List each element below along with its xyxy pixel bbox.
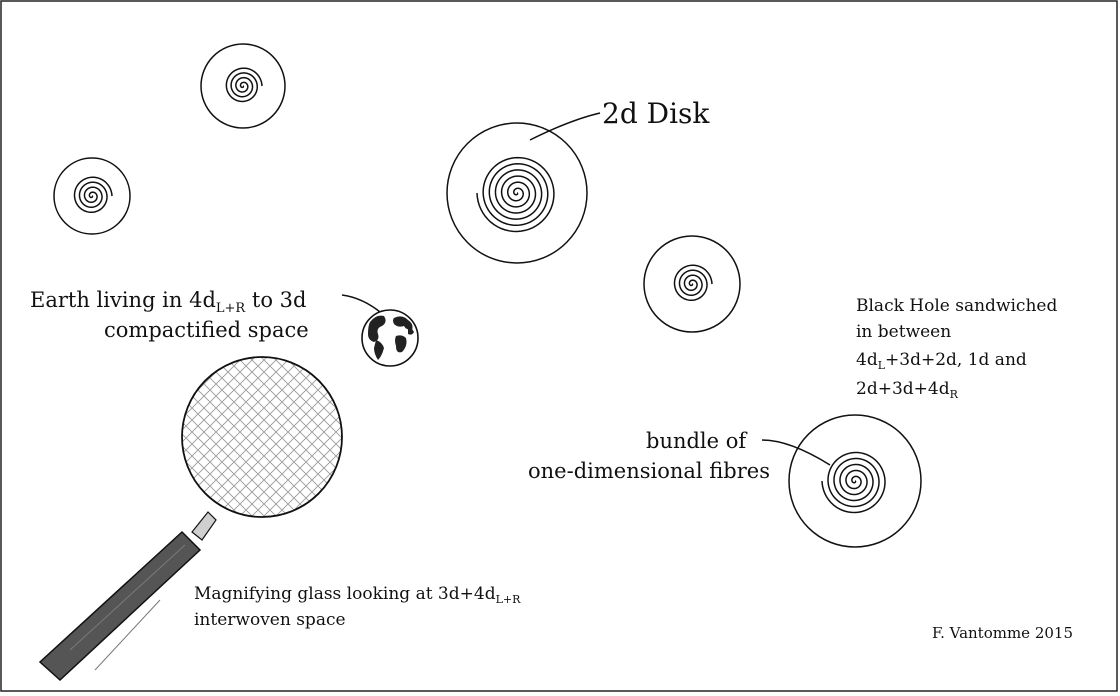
- disk-middle-right: [643, 235, 741, 333]
- disk-outline: [446, 122, 588, 264]
- disk-2d-large: [446, 122, 588, 264]
- lens-shaft: [191, 511, 217, 541]
- bundle-leader-line: [761, 439, 831, 466]
- disk-top-left: [200, 43, 286, 129]
- handle-sheen: [69, 544, 186, 671]
- magnifier-handle: [38, 530, 202, 682]
- earth-globe-icon: [361, 309, 419, 367]
- bundle-label-line2: one-dimensional fibres: [528, 459, 770, 483]
- earth-label-line1: Earth living in 4dL+R to 3d: [30, 288, 307, 316]
- credit-label: F. Vantomme 2015: [932, 624, 1073, 642]
- blackhole-label-line4: 2d+3d+4dR: [856, 379, 958, 401]
- magnify-label-line2: interwoven space: [194, 610, 346, 630]
- blackhole-label-line2: in between: [856, 322, 952, 342]
- lens: [181, 356, 343, 518]
- disk-outline: [200, 43, 286, 129]
- disk-left: [53, 157, 131, 235]
- disk-leader-line: [529, 112, 601, 141]
- spiral-icon: [821, 451, 886, 514]
- magnifying-glass-icon[interactable]: [38, 356, 343, 682]
- blackhole-label-line3: 4dL+3d+2d, 1d and: [856, 350, 1027, 372]
- disk-label: 2d Disk: [602, 97, 710, 130]
- spiral-icon: [673, 264, 713, 302]
- bundle-label-line1: bundle of: [646, 429, 747, 453]
- magnify-label-line1: Magnifying glass looking at 3d+4dL+R: [194, 584, 521, 606]
- blackhole-label-line1: Black Hole sandwiched: [856, 296, 1058, 316]
- disk-black-hole: [788, 414, 922, 548]
- disk-outline: [53, 157, 131, 235]
- spiral-icon: [73, 176, 113, 214]
- disk-outline: [788, 414, 922, 548]
- spiral-icon: [476, 156, 555, 233]
- earth-label-line2: compactified space: [104, 318, 309, 342]
- spiral-icon: [225, 67, 263, 103]
- disk-outline: [643, 235, 741, 333]
